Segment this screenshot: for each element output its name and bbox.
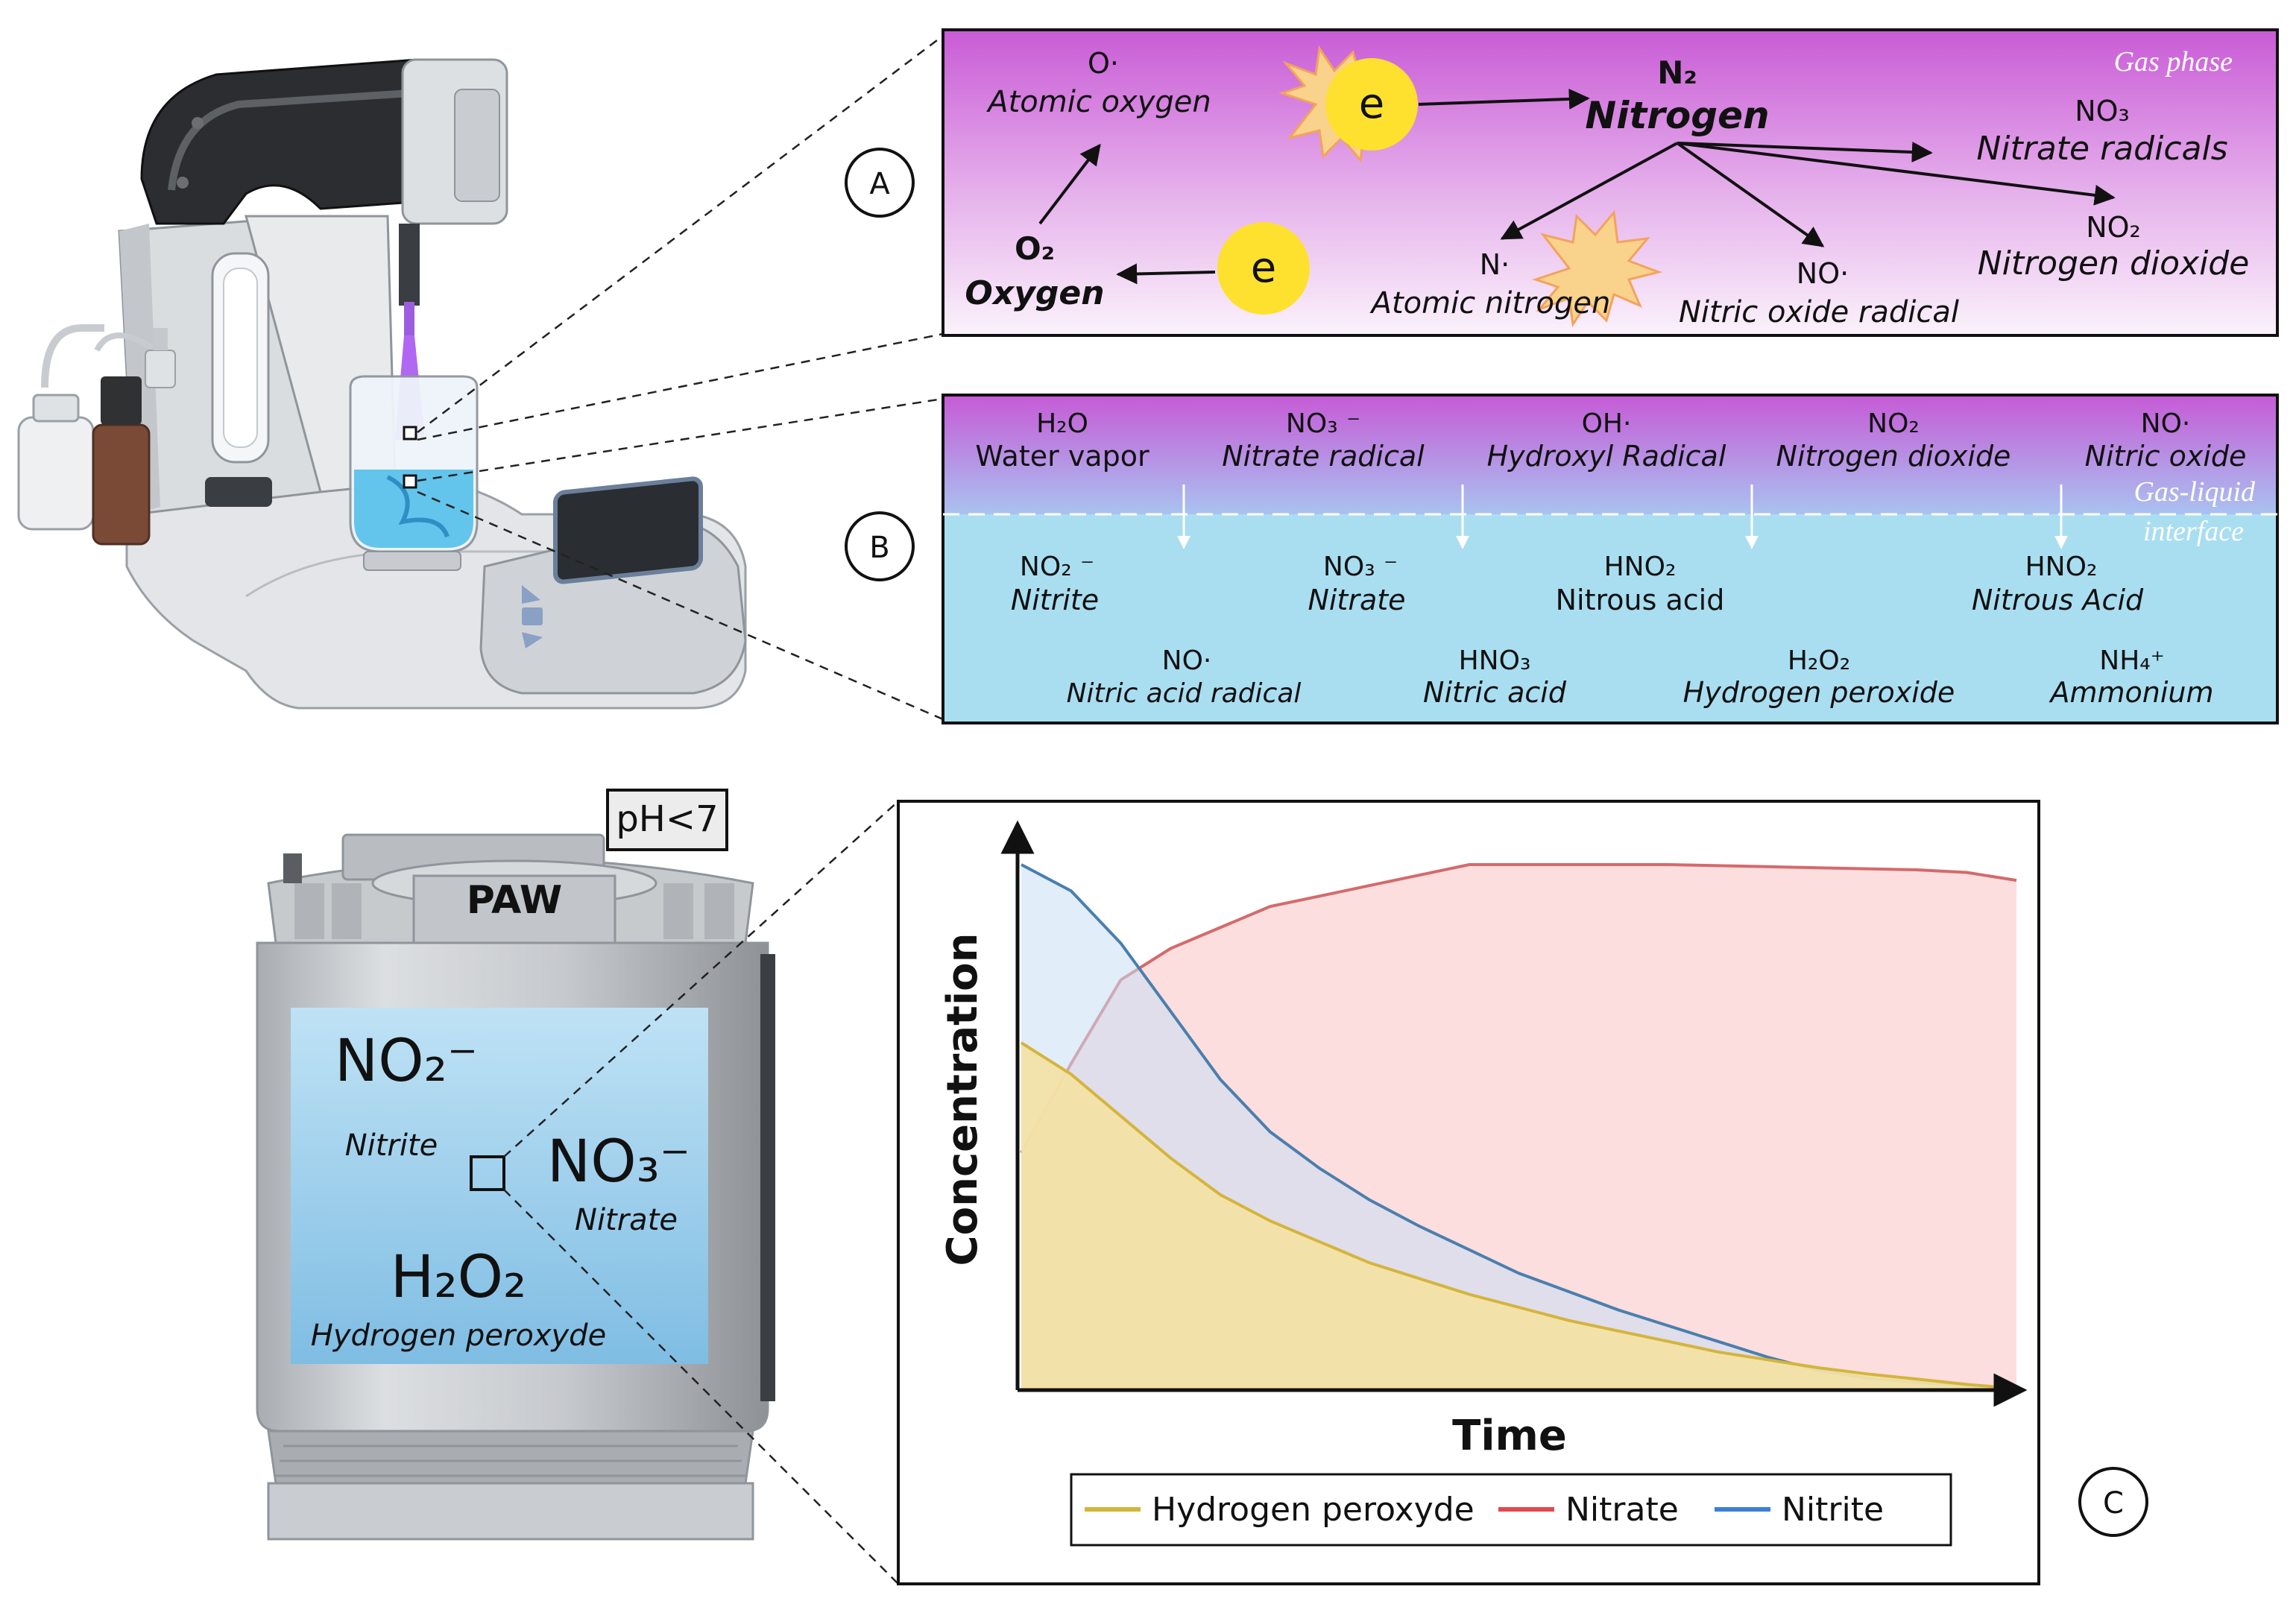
electron-top: e (1278, 45, 1418, 163)
gas-phase-label: Gas phase (2114, 46, 2233, 78)
gas-layer (943, 395, 2277, 514)
liquid-row1-4-formula: HNO₂ (2025, 552, 2098, 582)
liquid-row1-4-name: Nitrous Acid (1972, 584, 2144, 616)
liquid-row2-3-name: Hydrogen peroxide (1683, 676, 1955, 709)
diffusion-arrows (1177, 484, 2068, 549)
electron-top-label: e (1359, 80, 1384, 128)
gas-species-2-formula: NO₃ ⁻ (1286, 408, 1360, 439)
panel-label-a-text: A (869, 167, 890, 201)
glass-column (205, 252, 272, 507)
paw-label: PAW (467, 878, 563, 923)
liquid-row2-2-formula: HNO₃ (1459, 645, 1531, 676)
gas-species-5-formula: NO· (2141, 408, 2191, 439)
liquid-row1-1-formula: NO₂ ⁻ (1020, 552, 1094, 582)
liquid-row2-2-name: Nitric acid (1423, 676, 1567, 709)
enter-button-icon (522, 607, 543, 625)
liquid-row1-3-formula: HNO₂ (1604, 552, 1677, 582)
chart-legend: Hydrogen peroxyde Nitrate Nitrite (1070, 1473, 1952, 1547)
peroxide-label: Hydrogen peroxyde (311, 1319, 606, 1353)
nitrite-label: Nitrite (345, 1128, 438, 1163)
paw-liquid (291, 1008, 708, 1364)
atomic-nitrogen-formula: N· (1480, 248, 1510, 281)
gas-species-1-formula: H₂O (1036, 408, 1088, 439)
liquid-row1-3-name: Nitrous acid (1556, 584, 1725, 616)
plasma-device-illustration (17, 58, 747, 710)
zoom-lines-bottom (503, 801, 899, 1585)
beaker (349, 375, 479, 571)
liquid-row1-2-name: Nitrate (1308, 584, 1405, 616)
ph-label: pH<7 (616, 798, 718, 840)
electron-bottom: e (1217, 209, 1663, 328)
bottles-and-tubing (17, 324, 176, 546)
liquid-row2-1-formula: NO· (1162, 645, 1212, 676)
atomic-oxygen-formula: O· (1088, 47, 1119, 80)
nitrate-radicals-label: Nitrate radicals (1976, 130, 2227, 168)
liquid-row2-4-formula: NH₄⁺ (2099, 645, 2164, 676)
nitrogen-dioxide-label: Nitrogen dioxide (1978, 244, 2250, 282)
nitrate-formula: NO₃⁻ (547, 1128, 690, 1196)
atomic-nitrogen-label: Atomic nitrogen (1369, 286, 1611, 321)
liquid-row1-1-name: Nitrite (1011, 584, 1099, 616)
legend-item-nitrate: Nitrate (1565, 1491, 1679, 1529)
chart-series-layer (1020, 863, 2017, 1390)
device-screen (553, 476, 703, 584)
interface-label-line1: Gas-liquid (2133, 476, 2256, 508)
gas-species-4-formula: NO₂ (1867, 408, 1920, 439)
tank-zoom-marker (470, 1155, 505, 1191)
panel-label-c: C (2078, 1467, 2148, 1537)
atomic-oxygen-label: Atomic oxygen (985, 85, 1211, 119)
nitrite-formula: NO₂⁻ (335, 1028, 478, 1095)
oxygen-formula: O₂ (1015, 230, 1055, 267)
nitrogen-label: Nitrogen (1585, 94, 1769, 137)
panel-a: Gas phase e e O· Atomic oxygen O₂ Oxygen… (942, 28, 2279, 337)
gas-species-5-name: Nitric oxide (2085, 440, 2247, 473)
electron-bottom-label: e (1251, 244, 1276, 292)
paw-tank-illustration: PAW pH<7 NO₂⁻ Nitrite NO₃⁻ Nitrate H₂O₂ … (256, 789, 775, 1541)
control-panel (479, 476, 747, 695)
panel-label-b: B (845, 511, 915, 581)
nitric-oxide-radical-formula: NO· (1797, 257, 1849, 290)
up-button-icon (522, 585, 540, 604)
plasma-arm (140, 58, 508, 335)
panel-label-b-text: B (869, 531, 889, 565)
nitrate-label: Nitrate (575, 1203, 678, 1237)
oxygen-label: Oxygen (965, 274, 1104, 312)
liquid-row1-2-formula: NO₃ ⁻ (1323, 552, 1398, 582)
down-button-icon (522, 632, 543, 648)
gas-species-4-name: Nitrogen dioxide (1776, 440, 2011, 473)
gas-zoom-marker (403, 426, 417, 441)
interface-label-line2: interface (2143, 516, 2244, 547)
liquid-row2-4-name: Ammonium (2048, 676, 2213, 709)
zoom-lines-top (417, 35, 944, 721)
peroxide-formula: H₂O₂ (391, 1244, 527, 1311)
nitrogen-formula: N₂ (1657, 54, 1697, 91)
legend-item-peroxide: Hydrogen peroxyde (1152, 1491, 1475, 1529)
reaction-arrows (1038, 88, 2116, 285)
panel-label-c-text: C (2103, 1486, 2124, 1521)
nitrate-radicals-formula: NO₃ (2075, 95, 2130, 127)
panel-label-a: A (845, 148, 915, 218)
liquid-zoom-marker (403, 474, 417, 489)
liquid-row2-3-formula: H₂O₂ (1788, 645, 1850, 676)
ph-badge (606, 789, 728, 851)
liquid-row2-1-name: Nitric acid radical (1067, 678, 1302, 709)
panel-c: Time Concentration Hydrogen peroxyde Nit… (897, 800, 2040, 1585)
y-axis-label: Concentration (939, 933, 987, 1266)
gas-species-2-name: Nitrate radical (1222, 440, 1425, 473)
gas-species-3-name: Hydroxyl Radical (1487, 440, 1726, 473)
nitrogen-dioxide-formula: NO₂ (2086, 211, 2141, 244)
series-area-hydrogen-peroxyde (1021, 1043, 2016, 1389)
panel-b: Gas-liquid interface H₂O Water vapor NO₃… (942, 394, 2279, 724)
x-axis-label: Time (1452, 1412, 1567, 1460)
gas-species-1-name: Water vapor (975, 440, 1149, 473)
legend-item-nitrite: Nitrite (1782, 1491, 1884, 1529)
nitric-oxide-radical-label: Nitric oxide radical (1679, 295, 1959, 329)
gas-species-3-formula: OH· (1582, 408, 1632, 439)
